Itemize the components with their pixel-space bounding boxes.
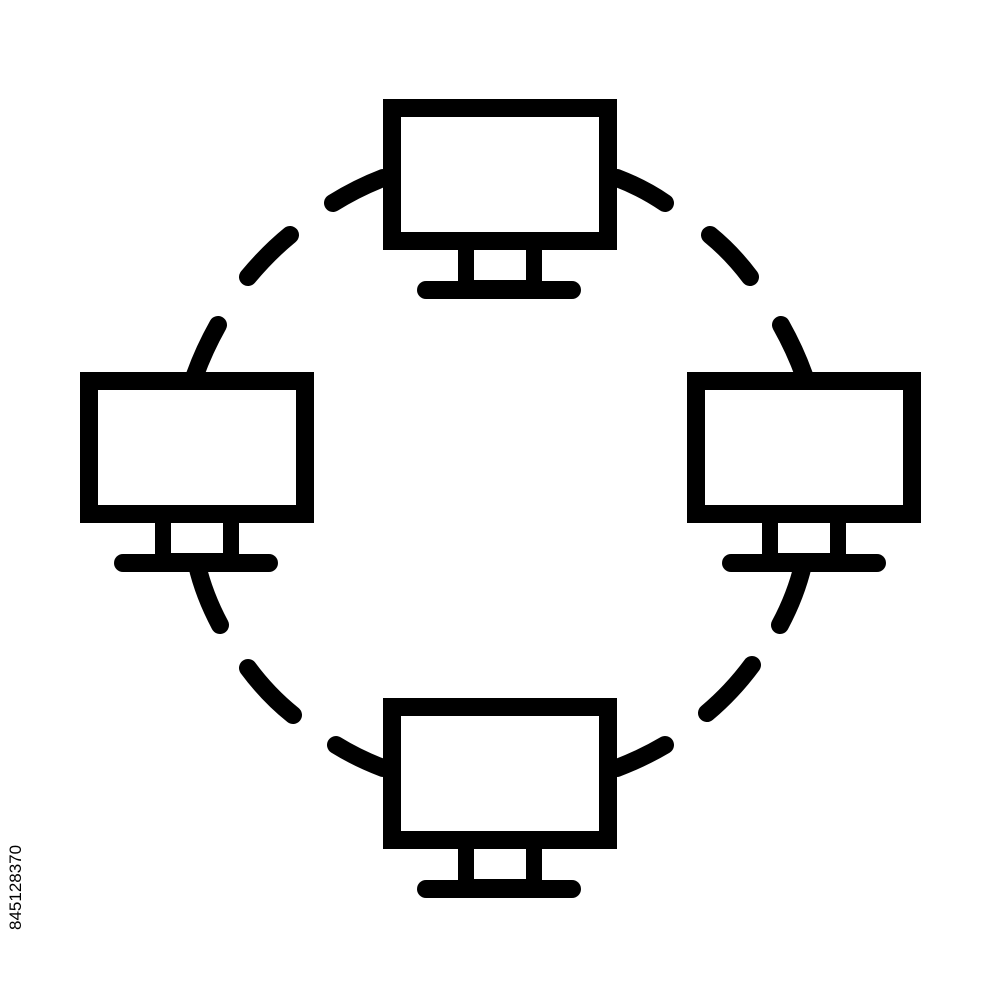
ring-segment — [324, 169, 392, 212]
ring-segment — [327, 736, 392, 777]
ring-segment — [698, 656, 761, 722]
ring-segment — [186, 316, 227, 384]
ring-segment — [188, 556, 229, 634]
computer-monitor-icon — [80, 372, 314, 572]
network-ring-dashes — [186, 169, 813, 777]
stock-image-id: 845128370 — [6, 844, 25, 930]
ring-segment — [239, 226, 299, 286]
ring-segment — [239, 659, 302, 724]
ring-segment — [772, 316, 813, 384]
ring-segment — [701, 226, 759, 286]
computer-monitor-icon — [383, 99, 617, 299]
computer-monitor-icon — [383, 698, 617, 898]
computer-monitor-icon — [687, 372, 921, 572]
ring-segment — [608, 169, 674, 212]
ring-segment — [608, 736, 674, 777]
ring-segment — [771, 556, 812, 634]
